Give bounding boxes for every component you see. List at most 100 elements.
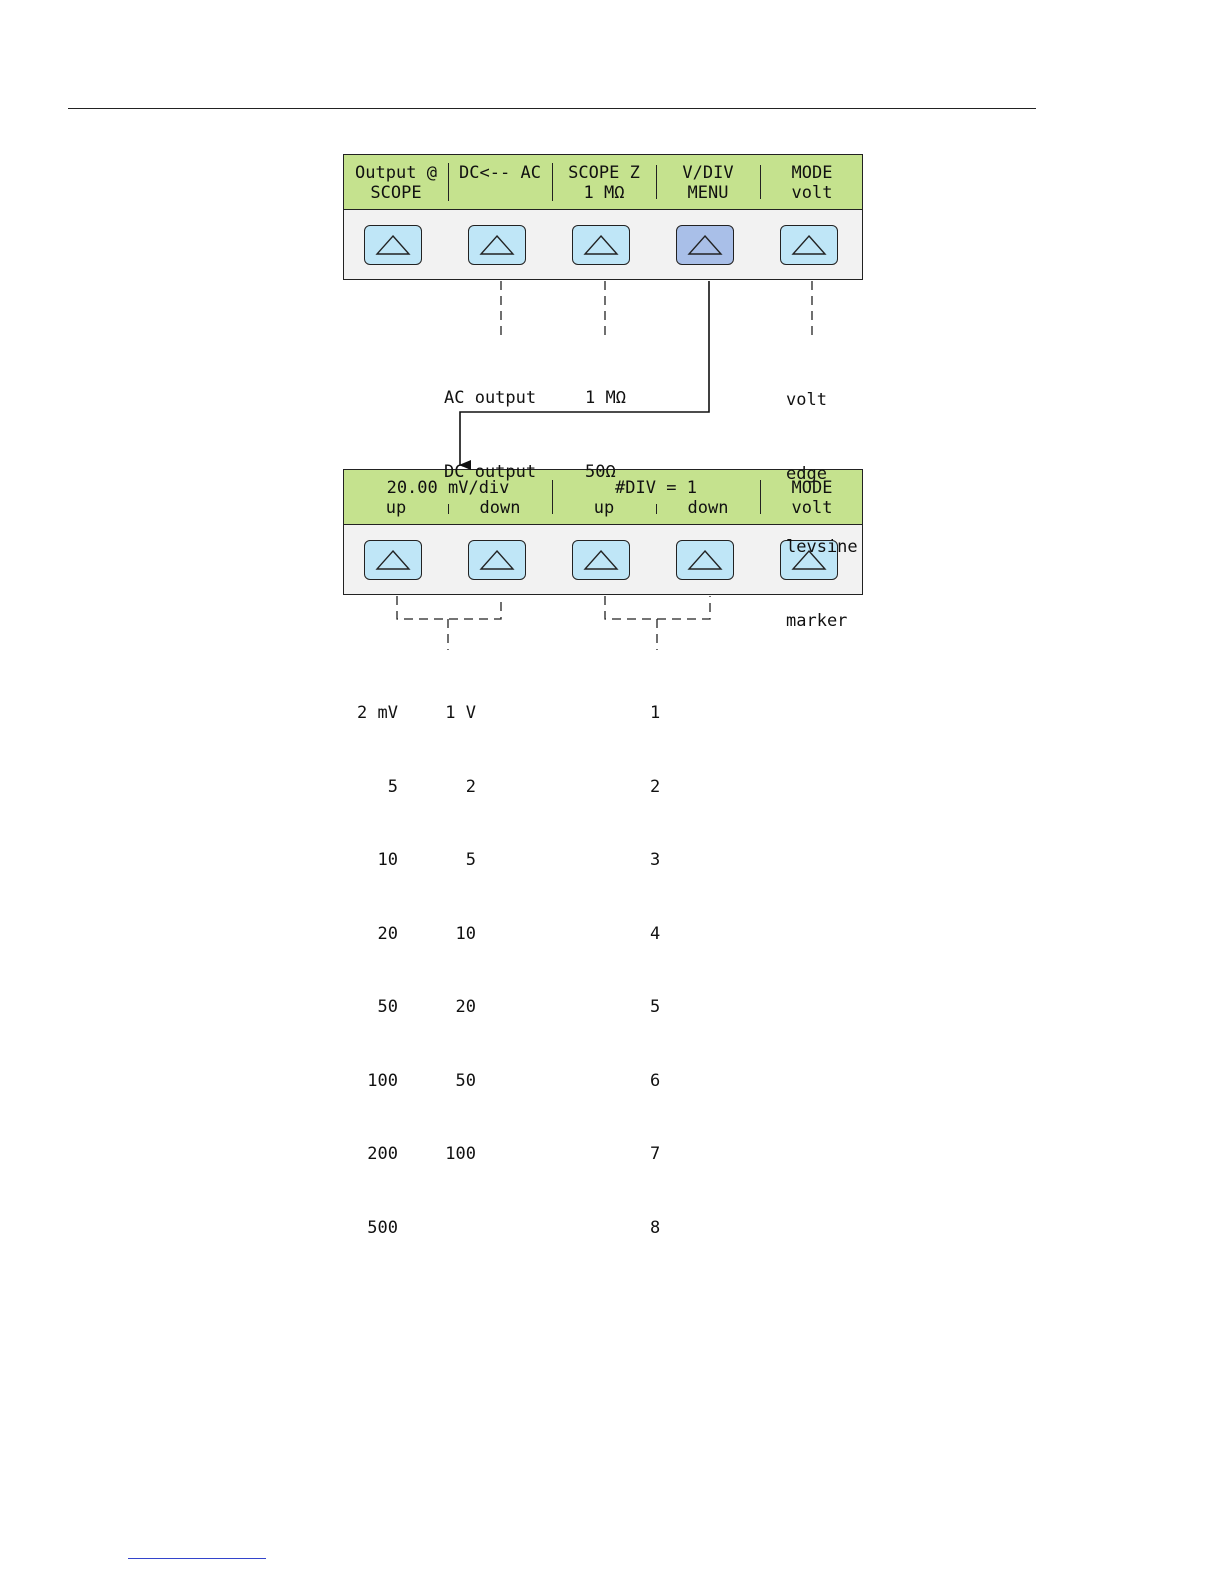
header-rule (68, 108, 1036, 109)
softkey-div-down[interactable] (676, 540, 734, 580)
lcd-text: MODE (791, 162, 833, 183)
lcd-divider (760, 480, 761, 514)
lcd-text: volt (791, 497, 833, 518)
lcd-text: 20.00 mV/div (386, 477, 510, 498)
lcd-display-vdiv-menu: 20.00 mV/div up down #DIV = 1 up down MO… (344, 470, 862, 525)
lcd-segment-dc-ac: DC<-- AC (448, 155, 552, 210)
lcd-divider (448, 504, 449, 514)
lcd-display-scope-menu: Output @ SCOPE DC<-- AC SCOPE Z 1 MΩ V/D… (344, 155, 862, 210)
option-text: 200 (367, 1144, 398, 1164)
option-text: 7 (650, 1144, 661, 1164)
option-text: 500 (367, 1217, 398, 1238)
option-text: 2 (650, 776, 661, 797)
softkey-vdiv-down[interactable] (468, 540, 526, 580)
lcd-text: Output @ (355, 162, 437, 183)
triangle-up-icon (479, 234, 515, 255)
triangle-up-icon (375, 234, 411, 255)
softkey-1[interactable] (364, 225, 422, 265)
triangle-up-icon (687, 234, 723, 255)
option-text: edge (786, 463, 827, 484)
option-text: 1 MΩ (585, 388, 626, 408)
lcd-text: DC<-- AC (459, 163, 541, 183)
lcd-text: SCOPE (370, 182, 422, 203)
option-text: 100 (445, 1144, 476, 1164)
lcd-segment-mode: MODE volt (760, 470, 864, 525)
option-text: 100 (367, 1070, 398, 1091)
option-text: 10 (377, 850, 398, 870)
option-text: 5 (465, 850, 476, 870)
lcd-text: SCOPE Z (568, 162, 640, 183)
softkey-div-up[interactable] (572, 540, 630, 580)
softkey-4-vdiv-menu[interactable] (676, 225, 734, 265)
lcd-divider (656, 165, 657, 199)
lcd-segment-output: Output @ SCOPE (344, 155, 448, 210)
triangle-up-icon (583, 234, 619, 255)
lcd-text: V/DIV (682, 162, 734, 183)
mv-per-div-list: 2 mV 5 10 20 50 100 200 500 (356, 652, 436, 1265)
bracket-div (604, 596, 711, 620)
option-text: 50Ω (585, 461, 616, 482)
lcd-divider (552, 163, 553, 201)
lcd-divider (760, 165, 761, 199)
lcd-text: up (385, 497, 407, 518)
lcd-segment-vdiv-value: 20.00 mV/div up down (344, 470, 552, 525)
option-text: 1 V (445, 703, 476, 723)
option-text: DC output (444, 461, 537, 482)
lcd-up-down-row: up down (552, 498, 760, 518)
option-text: 2 mV (357, 703, 398, 723)
footer-link-rule (128, 1558, 266, 1559)
option-text: 2 (465, 776, 476, 797)
option-text: 20 (377, 923, 398, 944)
lcd-up-down-row: up down (344, 498, 552, 518)
lcd-text: up (593, 497, 615, 518)
triangle-up-icon (583, 549, 619, 570)
lcd-divider (448, 163, 449, 201)
triangle-up-icon (687, 549, 723, 570)
option-text: 8 (650, 1217, 661, 1238)
lcd-text: 1 MΩ (583, 182, 625, 203)
impedance-options-list: 1 MΩ 50Ω (585, 337, 626, 509)
lcd-text: MODE (791, 477, 833, 498)
lcd-divider (552, 480, 553, 514)
option-text: 1 (650, 703, 661, 723)
triangle-up-icon (791, 549, 827, 570)
softkey-panel-scope-menu: Output @ SCOPE DC<-- AC SCOPE Z 1 MΩ V/D… (343, 154, 863, 280)
triangle-up-icon (375, 549, 411, 570)
lcd-text: MENU (687, 182, 729, 203)
option-text: AC output (444, 388, 537, 408)
option-text: 50 (377, 997, 398, 1017)
option-text: marker (786, 610, 848, 631)
lcd-text: down (687, 497, 729, 518)
option-text: 10 (455, 923, 476, 944)
v-per-div-list: 1 V 2 5 10 20 50 100 (436, 652, 476, 1191)
lcd-segment-scope-z: SCOPE Z 1 MΩ (552, 155, 656, 210)
softkey-panel-vdiv-menu: 20.00 mV/div up down #DIV = 1 up down MO… (343, 469, 863, 595)
softkey-vdiv-up[interactable] (364, 540, 422, 580)
option-text: 6 (650, 1070, 661, 1091)
softkey-mode[interactable] (780, 540, 838, 580)
option-text: levsine (786, 537, 858, 557)
lcd-segment-vdiv: V/DIV MENU (656, 155, 760, 210)
option-text: 50 (455, 1070, 476, 1091)
option-text: 4 (650, 923, 661, 944)
div-count-list: 1 2 3 4 5 6 7 8 (650, 652, 670, 1265)
option-text: 3 (650, 850, 661, 870)
lcd-text: #DIV = 1 (615, 477, 697, 498)
lcd-text: down (479, 497, 521, 518)
bracket-vdiv (396, 596, 502, 620)
lcd-divider (656, 504, 657, 514)
option-text: 20 (455, 997, 476, 1017)
mode-options-list: volt edge levsine marker (786, 339, 858, 658)
lcd-segment-div-value: #DIV = 1 up down (552, 470, 760, 525)
softkey-3[interactable] (572, 225, 630, 265)
menu-flow-arrow (459, 281, 710, 470)
option-text: 5 (387, 776, 398, 797)
option-text: volt (786, 390, 827, 410)
softkey-5[interactable] (780, 225, 838, 265)
lcd-text: volt (791, 182, 833, 203)
triangle-up-icon (479, 549, 515, 570)
lcd-segment-mode: MODE volt (760, 155, 864, 210)
triangle-up-icon (791, 234, 827, 255)
softkey-2[interactable] (468, 225, 526, 265)
